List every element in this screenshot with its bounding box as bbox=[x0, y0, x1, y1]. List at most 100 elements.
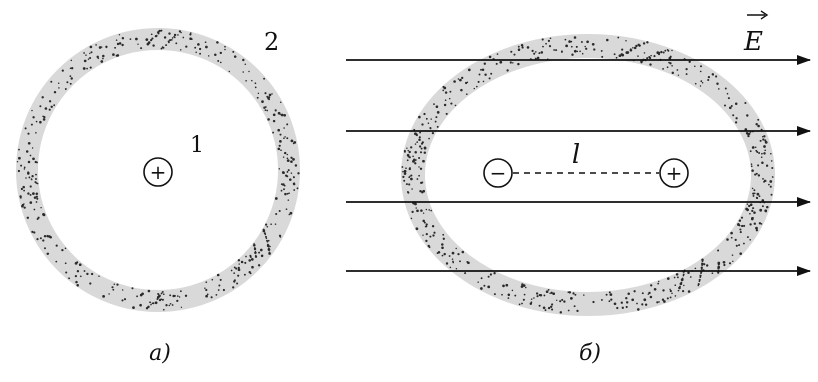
electron-dot bbox=[268, 248, 271, 251]
electron-dot bbox=[622, 307, 624, 309]
electron-dot bbox=[295, 164, 297, 166]
electron-dot bbox=[264, 92, 266, 94]
electron-dot bbox=[570, 297, 573, 300]
electron-dot bbox=[671, 293, 673, 295]
electron-dot bbox=[574, 294, 576, 296]
electron-dot bbox=[530, 302, 532, 304]
electron-dot bbox=[678, 74, 679, 75]
electron-dot bbox=[185, 295, 187, 297]
electron-dot bbox=[132, 306, 135, 309]
electron-dot bbox=[508, 297, 510, 299]
electron-dot bbox=[552, 292, 555, 295]
electron-dot bbox=[437, 111, 440, 114]
electron-dot bbox=[36, 161, 38, 163]
electron-dot bbox=[42, 96, 44, 98]
electron-dot bbox=[723, 261, 726, 264]
electron-dot bbox=[620, 53, 623, 56]
electron-dot bbox=[698, 285, 700, 287]
electron-dot bbox=[701, 268, 703, 270]
electron-dot bbox=[269, 246, 271, 248]
electron-dot bbox=[668, 62, 670, 64]
electron-dot bbox=[496, 63, 498, 65]
electron-dot bbox=[449, 98, 451, 100]
electron-dot bbox=[735, 103, 737, 105]
electron-dot bbox=[290, 157, 292, 159]
electron-dot bbox=[35, 132, 37, 134]
electron-dot bbox=[553, 49, 555, 51]
electron-dot bbox=[653, 55, 655, 57]
electron-dot bbox=[49, 100, 51, 102]
nucleus-sign-a: + bbox=[150, 160, 167, 184]
electron-dot bbox=[199, 53, 201, 55]
electron-dot bbox=[761, 156, 763, 158]
electron-dot bbox=[89, 282, 91, 284]
electron-dot bbox=[648, 292, 650, 294]
electron-dot bbox=[521, 44, 524, 47]
electron-dot bbox=[68, 277, 70, 279]
electron-dot bbox=[231, 270, 233, 272]
electron-dot bbox=[741, 225, 743, 227]
electron-dot bbox=[149, 301, 151, 303]
electron-dot bbox=[102, 55, 105, 58]
electron-dot bbox=[410, 146, 412, 148]
electron-dot bbox=[581, 41, 583, 43]
electron-dot bbox=[748, 205, 750, 207]
electron-dot bbox=[712, 272, 714, 274]
electron-dot bbox=[593, 48, 595, 50]
electron-dot bbox=[731, 105, 733, 107]
electron-dot bbox=[44, 235, 46, 237]
electron-dot bbox=[111, 286, 113, 288]
electron-dot bbox=[122, 289, 123, 290]
electron-dot bbox=[441, 246, 444, 249]
electron-dot bbox=[766, 206, 769, 209]
electron-dot bbox=[161, 292, 163, 294]
electron-dot bbox=[36, 193, 39, 196]
electron-dot bbox=[428, 122, 430, 124]
electron-dot bbox=[77, 270, 79, 272]
electron-dot bbox=[18, 149, 20, 151]
electron-dot bbox=[664, 50, 666, 52]
electron-dot bbox=[747, 236, 749, 238]
electron-dot bbox=[158, 30, 160, 32]
electron-dot bbox=[718, 263, 720, 265]
electron-dot bbox=[752, 218, 754, 220]
electron-dot bbox=[574, 50, 577, 53]
electron-dot bbox=[79, 263, 82, 266]
electron-dot bbox=[25, 177, 27, 179]
electron-dot bbox=[758, 152, 760, 154]
electron-dot bbox=[527, 46, 530, 49]
electron-dot bbox=[480, 69, 482, 71]
electron-dot bbox=[199, 48, 201, 50]
electron-dot bbox=[291, 161, 293, 163]
electron-dot bbox=[293, 176, 295, 178]
electron-dot bbox=[559, 300, 561, 302]
electron-dot bbox=[105, 46, 107, 48]
electron-dot bbox=[746, 114, 748, 116]
electron-dot bbox=[211, 279, 213, 281]
electron-dot bbox=[32, 116, 34, 118]
electron-dot bbox=[660, 51, 662, 53]
electron-dot bbox=[71, 60, 73, 62]
electron-dot bbox=[181, 307, 182, 308]
electron-dot bbox=[638, 44, 640, 46]
electron-dot bbox=[650, 284, 652, 286]
electron-dot bbox=[122, 37, 124, 39]
electron-dot bbox=[409, 175, 410, 176]
electron-dot bbox=[729, 106, 732, 109]
electron-dot bbox=[582, 53, 584, 55]
electron-dot bbox=[510, 51, 512, 53]
electron-dot bbox=[444, 104, 446, 106]
electron-dot bbox=[36, 196, 38, 198]
electron-dot bbox=[617, 37, 619, 39]
electron-dot bbox=[723, 264, 725, 266]
electron-dot bbox=[608, 300, 610, 302]
electron-dot bbox=[189, 33, 191, 35]
electron-dot bbox=[761, 161, 764, 164]
electron-dot bbox=[220, 52, 222, 54]
electron-dot bbox=[441, 243, 444, 246]
electron-dot bbox=[568, 40, 571, 43]
electron-dot bbox=[429, 127, 431, 129]
electron-dot bbox=[145, 38, 148, 41]
electron-dot bbox=[401, 166, 403, 168]
electron-dot bbox=[770, 186, 772, 188]
